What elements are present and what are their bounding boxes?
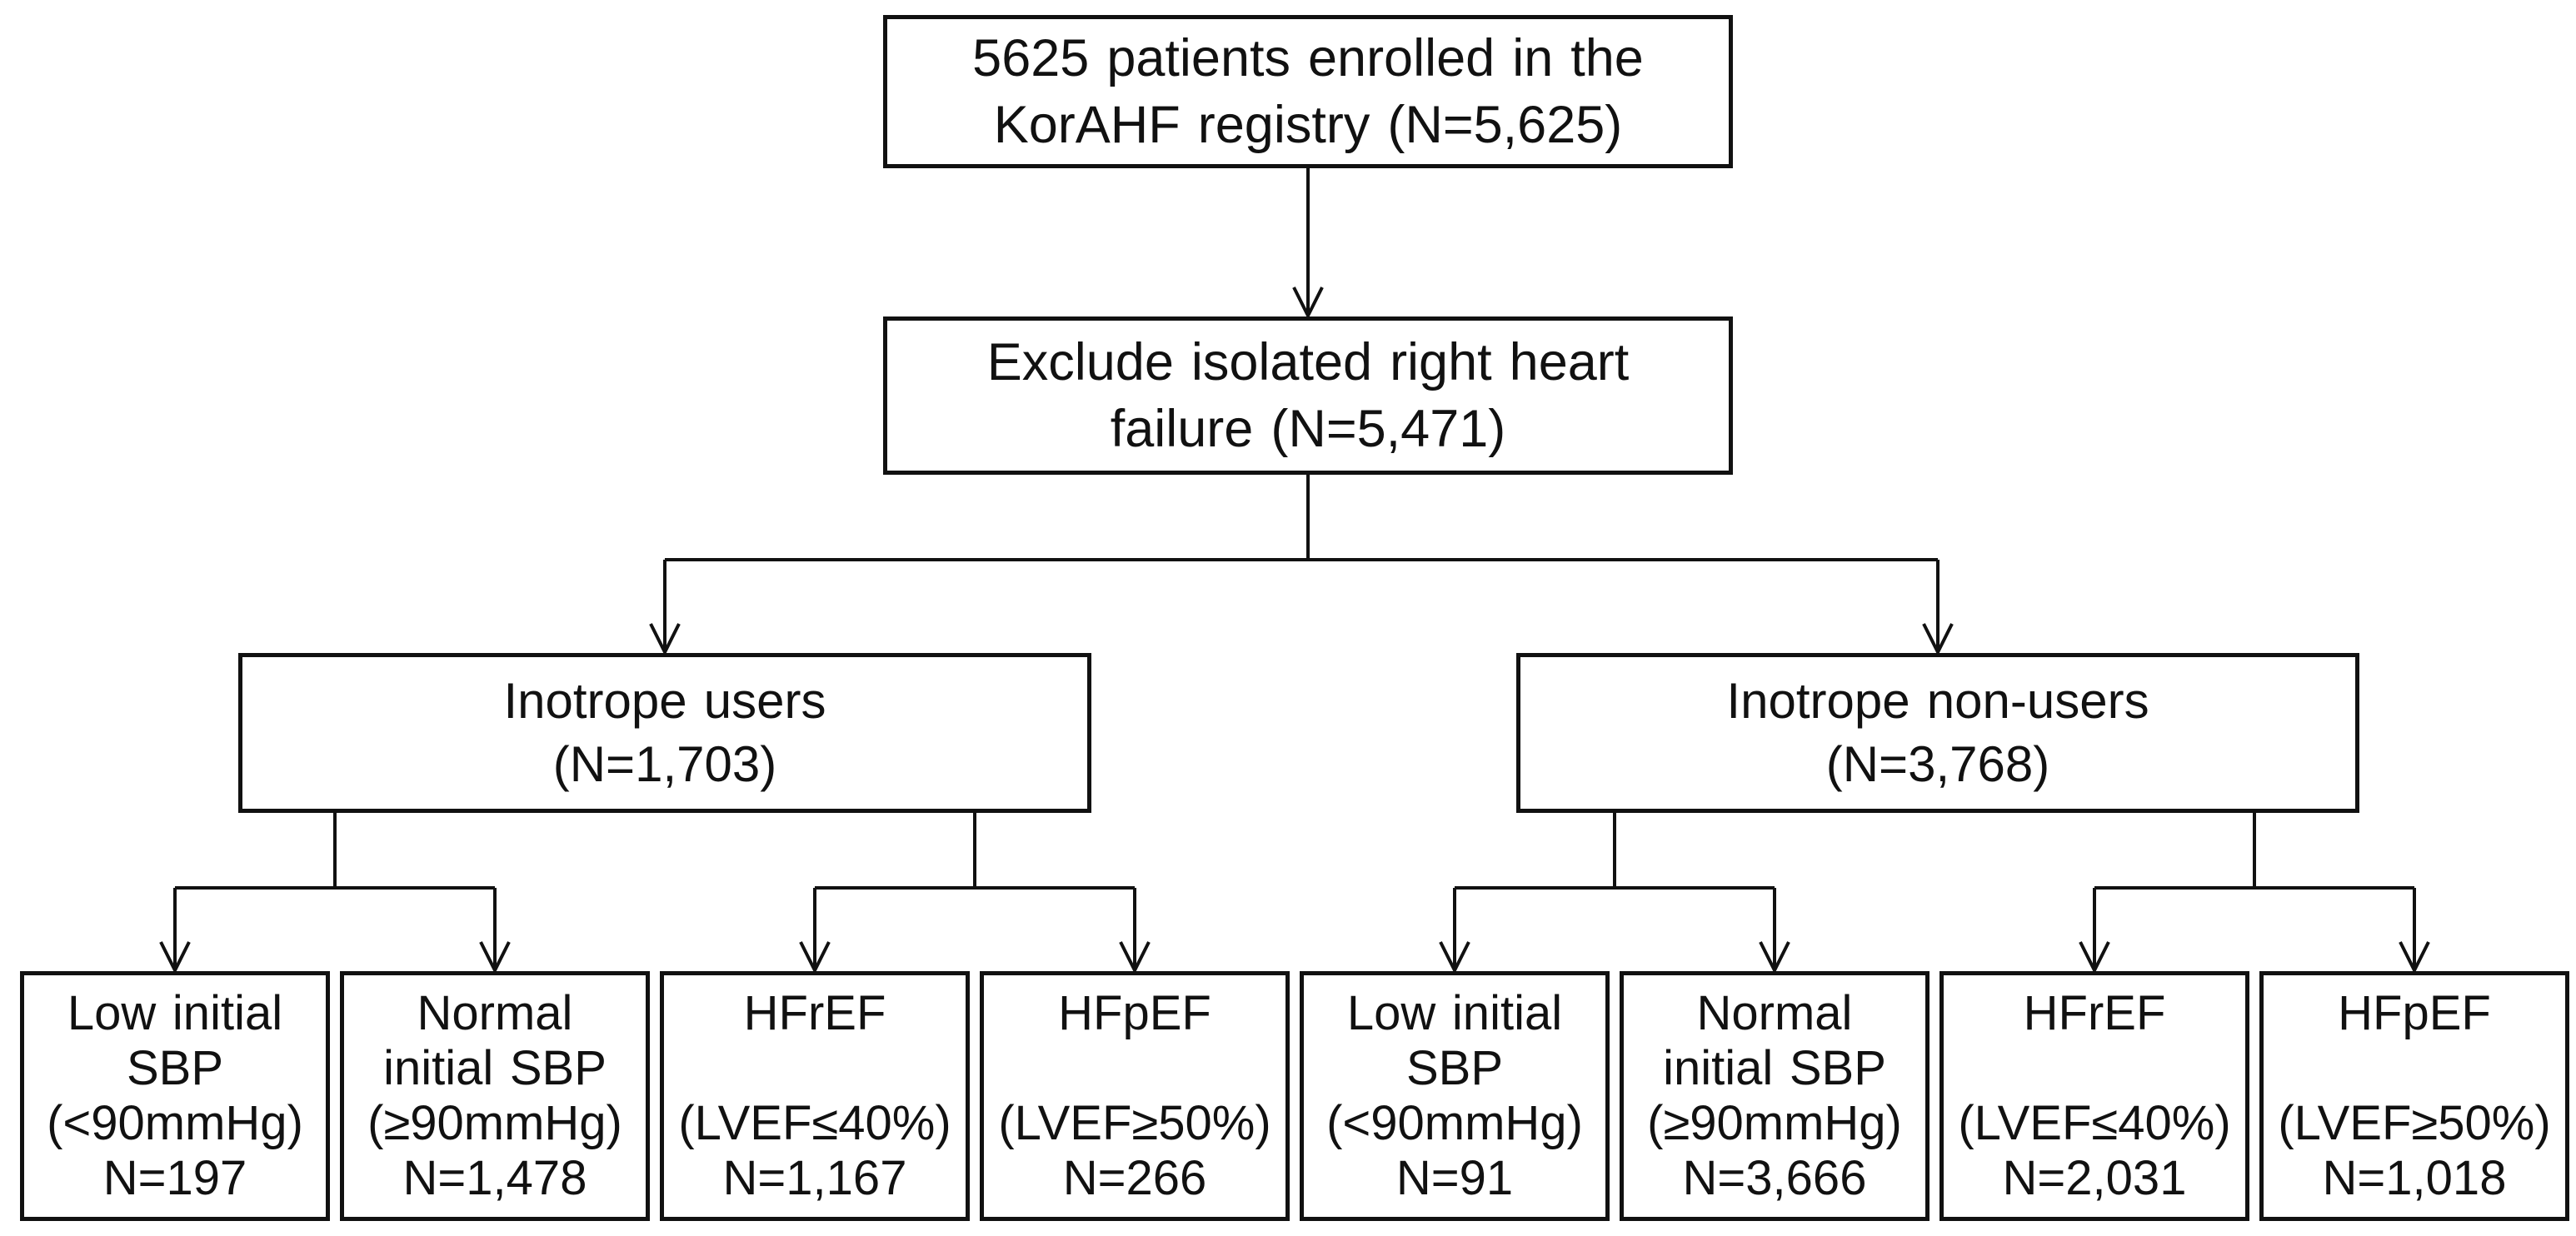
node-text-line: N=197 — [102, 1151, 247, 1205]
node-text-line: Low initial — [1346, 986, 1563, 1040]
node-non-users-hfpef: HFpEF (LVEF≥50%) N=1,018 — [2259, 971, 2569, 1221]
node-text-line: (≥90mmHg) — [1647, 1096, 1902, 1150]
node-text-line: (≥90mmHg) — [367, 1096, 622, 1150]
node-text-line: KorAHF registry (N=5,625) — [993, 96, 1623, 154]
node-users-low-sbp: Low initial SBP (<90mmHg) N=197 — [20, 971, 330, 1221]
node-users-hfref: HFrEF (LVEF≤40%) N=1,167 — [660, 971, 970, 1221]
node-text-line: N=91 — [1395, 1151, 1514, 1205]
node-text-line: Normal — [1696, 986, 1853, 1040]
connector-lines — [173, 168, 2416, 970]
node-text-line: Inotrope non-users — [1726, 673, 2149, 729]
node-text-line: (<90mmHg) — [1326, 1096, 1583, 1150]
node-text-line: SBP — [1405, 1041, 1504, 1095]
node-text-line: (LVEF≤40%) — [1958, 1096, 2231, 1150]
node-text-line: (LVEF≥50%) — [998, 1096, 1271, 1150]
node-excluded: Exclude isolated right heart failure (N=… — [883, 316, 1733, 475]
node-text-line: Exclude isolated right heart — [986, 333, 1630, 391]
node-text-line: Normal — [417, 986, 573, 1040]
node-non-users-low-sbp: Low initial SBP (<90mmHg) N=91 — [1300, 971, 1610, 1221]
node-text-line: Inotrope users — [503, 673, 826, 729]
node-text-line: N=266 — [1062, 1151, 1207, 1205]
node-text-line: (N=3,768) — [1825, 736, 2050, 792]
node-text-line: initial SBP — [383, 1041, 607, 1095]
node-text-line: initial SBP — [1663, 1041, 1886, 1095]
node-text-line: HFrEF — [2023, 986, 2166, 1040]
node-text-line: 5625 patients enrolled in the — [972, 29, 1644, 87]
node-non-users-hfref: HFrEF (LVEF≤40%) N=2,031 — [1939, 971, 2249, 1221]
node-text-line: (LVEF≥50%) — [2278, 1096, 2551, 1150]
node-text-line: Low initial — [67, 986, 283, 1040]
arrow-head-icons — [159, 287, 2430, 974]
node-users-normal-sbp: Normal initial SBP (≥90mmHg) N=1,478 — [340, 971, 650, 1221]
node-text-line: N=1,167 — [722, 1151, 907, 1205]
node-text-line: (N=1,703) — [552, 736, 777, 792]
node-text-line: N=3,666 — [1682, 1151, 1867, 1205]
node-text-line: (<90mmHg) — [47, 1096, 303, 1150]
node-text-line: HFpEF — [2338, 986, 2491, 1040]
node-text-line: HFpEF — [1058, 986, 1211, 1040]
node-text-line: SBP — [126, 1041, 224, 1095]
node-enrolled: 5625 patients enrolled in the KorAHF reg… — [883, 15, 1733, 168]
node-text-line: failure (N=5,471) — [1110, 400, 1506, 458]
node-users-hfpef: HFpEF (LVEF≥50%) N=266 — [980, 971, 1290, 1221]
node-text-line: N=1,478 — [402, 1151, 587, 1205]
node-text-line: N=1,018 — [2322, 1151, 2507, 1205]
node-non-users-normal-sbp: Normal initial SBP (≥90mmHg) N=3,666 — [1620, 971, 1930, 1221]
node-text-line: N=2,031 — [2002, 1151, 2187, 1205]
node-text-line: (LVEF≤40%) — [678, 1096, 951, 1150]
node-inotrope-users: Inotrope users (N=1,703) — [238, 653, 1091, 813]
node-text-line: HFrEF — [743, 986, 886, 1040]
node-inotrope-non-users: Inotrope non-users (N=3,768) — [1516, 653, 2359, 813]
